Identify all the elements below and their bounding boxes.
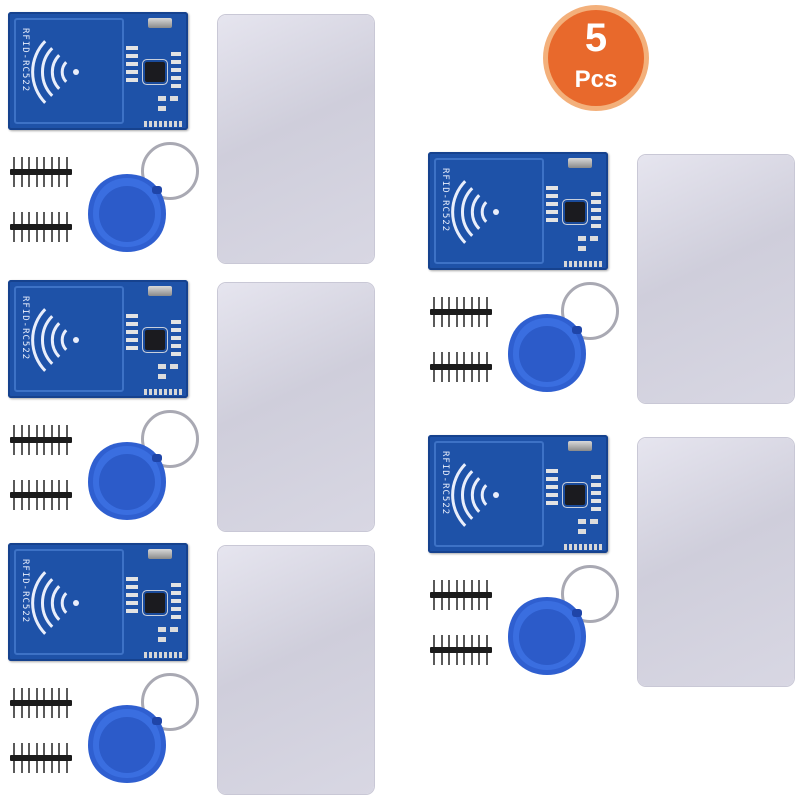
pin-header: [10, 688, 72, 718]
smd-component: [158, 374, 166, 379]
pin-header: [430, 297, 492, 327]
antenna-coil: RFID-RC522: [434, 158, 544, 264]
rc522-board: RFID-RC522: [428, 152, 608, 270]
smd-component: [590, 236, 598, 241]
smd-component: [158, 627, 166, 632]
module-silkscreen: RFID-RC522: [20, 296, 30, 361]
rfid-key-fob: [88, 174, 166, 252]
rfid-key-fob: [88, 442, 166, 520]
component-pads: [171, 52, 181, 92]
module-silkscreen: RFID-RC522: [20, 28, 30, 93]
crystal: [568, 158, 592, 168]
quantity-unit: Pcs: [574, 66, 618, 93]
pin-holes: [144, 121, 184, 127]
smd-component: [578, 529, 586, 534]
smd-component: [158, 96, 166, 101]
pin-header: [430, 635, 492, 665]
smd-component: [158, 364, 166, 369]
pin-holes: [144, 652, 184, 658]
rfid-card: [218, 283, 374, 531]
rc522-chip: [565, 485, 585, 505]
pin-header: [10, 157, 72, 187]
rfid-card: [638, 438, 794, 686]
quantity-badge: 5 Pcs: [548, 10, 644, 106]
antenna-coil: RFID-RC522: [14, 18, 124, 124]
component-pads: [171, 583, 181, 623]
crystal: [148, 18, 172, 28]
rfid-key-fob: [508, 597, 586, 675]
component-pads: [171, 320, 181, 360]
component-pads: [126, 46, 138, 86]
rc522-chip: [565, 202, 585, 222]
component-pads: [591, 475, 601, 515]
crystal: [148, 286, 172, 296]
pin-header: [10, 212, 72, 242]
crystal: [568, 441, 592, 451]
pin-header: [10, 743, 72, 773]
smd-component: [170, 627, 178, 632]
pin-holes: [564, 261, 604, 267]
key-ring: [141, 410, 199, 468]
component-pads: [546, 469, 558, 509]
key-ring: [141, 673, 199, 731]
rfid-kit-4: RFID-RC522: [428, 152, 800, 417]
crystal: [148, 549, 172, 559]
antenna-coil: RFID-RC522: [434, 441, 544, 547]
rc522-board: RFID-RC522: [8, 280, 188, 398]
key-ring: [141, 142, 199, 200]
rc522-chip: [145, 330, 165, 350]
component-pads: [126, 577, 138, 617]
antenna-coil: RFID-RC522: [14, 549, 124, 655]
rfid-key-fob: [508, 314, 586, 392]
rfid-kit-1: RFID-RC522: [8, 12, 388, 277]
rc522-board: RFID-RC522: [428, 435, 608, 553]
rfid-card: [218, 15, 374, 263]
module-silkscreen: RFID-RC522: [440, 168, 450, 233]
smd-component: [170, 96, 178, 101]
module-silkscreen: RFID-RC522: [20, 559, 30, 624]
pin-header: [430, 580, 492, 610]
smd-component: [158, 637, 166, 642]
rc522-board: RFID-RC522: [8, 543, 188, 661]
rfid-card: [218, 546, 374, 794]
antenna-coil: RFID-RC522: [14, 286, 124, 392]
smd-component: [170, 364, 178, 369]
smd-component: [578, 246, 586, 251]
key-ring: [561, 565, 619, 623]
pin-header: [430, 352, 492, 382]
pin-header: [10, 480, 72, 510]
rfid-kit-3: RFID-RC522: [8, 543, 388, 808]
smd-component: [158, 106, 166, 111]
rfid-kit-2: RFID-RC522: [8, 280, 388, 545]
module-silkscreen: RFID-RC522: [440, 451, 450, 516]
rfid-card: [638, 155, 794, 403]
smd-component: [590, 519, 598, 524]
key-ring: [561, 282, 619, 340]
pin-holes: [144, 389, 184, 395]
smd-component: [578, 236, 586, 241]
component-pads: [126, 314, 138, 354]
rc522-board: RFID-RC522: [8, 12, 188, 130]
rc522-chip: [145, 593, 165, 613]
pin-holes: [564, 544, 604, 550]
smd-component: [578, 519, 586, 524]
rfid-key-fob: [88, 705, 166, 783]
rc522-chip: [145, 62, 165, 82]
quantity-count: 5: [584, 16, 608, 60]
component-pads: [546, 186, 558, 226]
pin-header: [10, 425, 72, 455]
component-pads: [591, 192, 601, 232]
rfid-kit-5: RFID-RC522: [428, 435, 800, 700]
